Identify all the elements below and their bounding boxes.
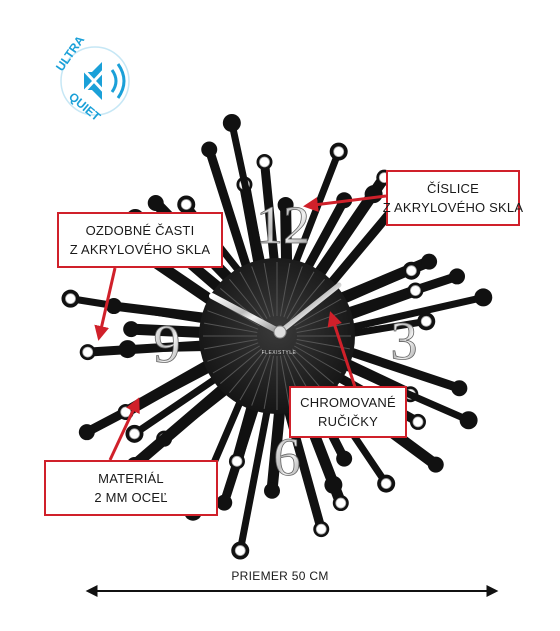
decorative-spoke <box>83 339 223 357</box>
callout-material: MATERIÁL 2 MM OCEĽ <box>44 460 218 516</box>
face-ray <box>207 310 259 330</box>
numeral-twelve: 12 <box>256 195 310 255</box>
chrome-hands <box>209 282 342 339</box>
decorative-spoke <box>236 392 274 555</box>
acrylic-ring <box>315 523 327 535</box>
arrow-hands <box>327 311 357 388</box>
decorative-spoke-tip <box>449 268 466 285</box>
callout-chrome-hands: CHROMOVANÉ RUČIČKY <box>289 386 407 438</box>
face-ray <box>289 350 325 394</box>
decorative-spoke <box>204 145 256 287</box>
callout-numerals-line1: ČÍSLICE <box>427 181 479 196</box>
arrow-material <box>108 397 140 461</box>
decorative-spoke-tip <box>277 196 294 213</box>
face-ray <box>219 348 263 384</box>
decorative-spoke-tip <box>459 411 478 430</box>
callout-hands-line2: RUČIČKY <box>318 414 378 429</box>
face-ray <box>279 263 291 317</box>
minute-hand <box>277 282 342 335</box>
decorative-spoke <box>120 352 227 418</box>
face-ray <box>263 355 275 409</box>
arrow-numerals <box>303 194 387 212</box>
acrylic-ring <box>129 428 140 440</box>
decorative-spoke-tip <box>364 185 383 204</box>
decorative-spoke-tip <box>324 475 343 494</box>
acrylic-ring <box>420 315 432 327</box>
acrylic-ring <box>82 346 94 358</box>
callout-acrylic-decor: OZDOBNÉ ČASTI Z AKRYLOVÉHO SKLA <box>57 212 223 268</box>
acrylic-ring <box>259 156 270 168</box>
face-ray <box>279 355 291 409</box>
decorative-spoke-tip <box>78 424 95 441</box>
acrylic-ring <box>405 265 417 277</box>
arrow-decor <box>94 267 117 341</box>
acrylic-ring <box>231 455 243 467</box>
decorative-spoke-tip <box>427 456 444 473</box>
acrylic-ring <box>380 478 392 489</box>
callout-acrylic-numerals: ČÍSLICE Z AKRYLOVÉHO SKLA <box>382 170 524 226</box>
callout-numerals-line2: Z AKRYLOVÉHO SKLA <box>382 200 524 215</box>
decorative-spoke <box>309 190 378 292</box>
acrylic-ring <box>234 545 246 556</box>
hands-hub <box>273 325 287 339</box>
face-ray <box>239 353 268 401</box>
face-ray <box>294 298 342 327</box>
decorative-spoke <box>331 342 464 393</box>
acrylic-ring <box>333 146 345 158</box>
muted-speaker-icon <box>78 62 126 100</box>
decorative-spoke-tip <box>474 288 493 307</box>
callout-material-line1: MATERIÁL <box>98 471 164 486</box>
decorative-spoke <box>259 157 281 281</box>
decorative-spoke-tip <box>421 253 438 270</box>
acrylic-ring <box>65 293 76 305</box>
decorative-spoke <box>130 366 232 438</box>
face-ray <box>207 342 259 362</box>
acrylic-ring <box>180 199 192 210</box>
callout-hands-line1: CHROMOVANÉ <box>300 395 396 410</box>
callout-material-line2: 2 MM OCEĽ <box>94 490 168 505</box>
face-ray <box>283 266 303 318</box>
callout-decor-line1: OZDOBNÉ ČASTI <box>85 223 195 238</box>
decorative-spoke-tip <box>123 321 140 338</box>
face-ray <box>251 266 271 318</box>
hour-hand <box>209 293 283 335</box>
callout-decor-line2: Z AKRYLOVÉHO SKLA <box>69 242 211 257</box>
decorative-spoke-tip <box>222 113 241 132</box>
face-rays <box>203 262 351 410</box>
face-ray <box>204 338 258 350</box>
decorative-spoke <box>333 293 487 335</box>
numeral-nine: 9 <box>154 314 181 374</box>
acrylic-ring <box>410 285 421 296</box>
face-ray <box>251 354 271 406</box>
decorative-spoke-tip <box>336 450 353 467</box>
decorative-spoke <box>286 148 343 281</box>
face-ray <box>229 350 265 394</box>
face-ray <box>286 271 315 319</box>
decorative-spoke-tip <box>216 494 233 511</box>
face-ray <box>204 322 258 334</box>
face-ray <box>294 345 342 374</box>
acrylic-ring <box>412 416 424 428</box>
ultra-quiet-badge: ULTRA QUIET <box>53 33 130 124</box>
diameter-label: PRIEMER 50 CM <box>231 569 329 583</box>
face-ray <box>229 278 265 322</box>
face-ray <box>295 342 347 362</box>
decorative-spoke <box>228 119 269 281</box>
face-ray <box>289 278 325 322</box>
acrylic-ring <box>335 497 347 509</box>
face-ray <box>212 345 260 374</box>
decorative-spoke <box>128 373 241 471</box>
decorative-spoke-tip <box>263 482 280 499</box>
face-ray <box>291 348 335 384</box>
face-ray <box>239 271 268 319</box>
face-ray <box>263 263 275 317</box>
callout-arrows <box>94 194 387 461</box>
decorative-spoke-tip <box>105 298 122 315</box>
decorative-spoke-tip <box>147 195 164 212</box>
numeral-three: 3 <box>391 311 418 371</box>
brand-label: FLEXISTYLE <box>262 350 297 356</box>
decorative-spoke-tip <box>451 380 468 397</box>
decorative-spoke-tip <box>201 141 218 158</box>
